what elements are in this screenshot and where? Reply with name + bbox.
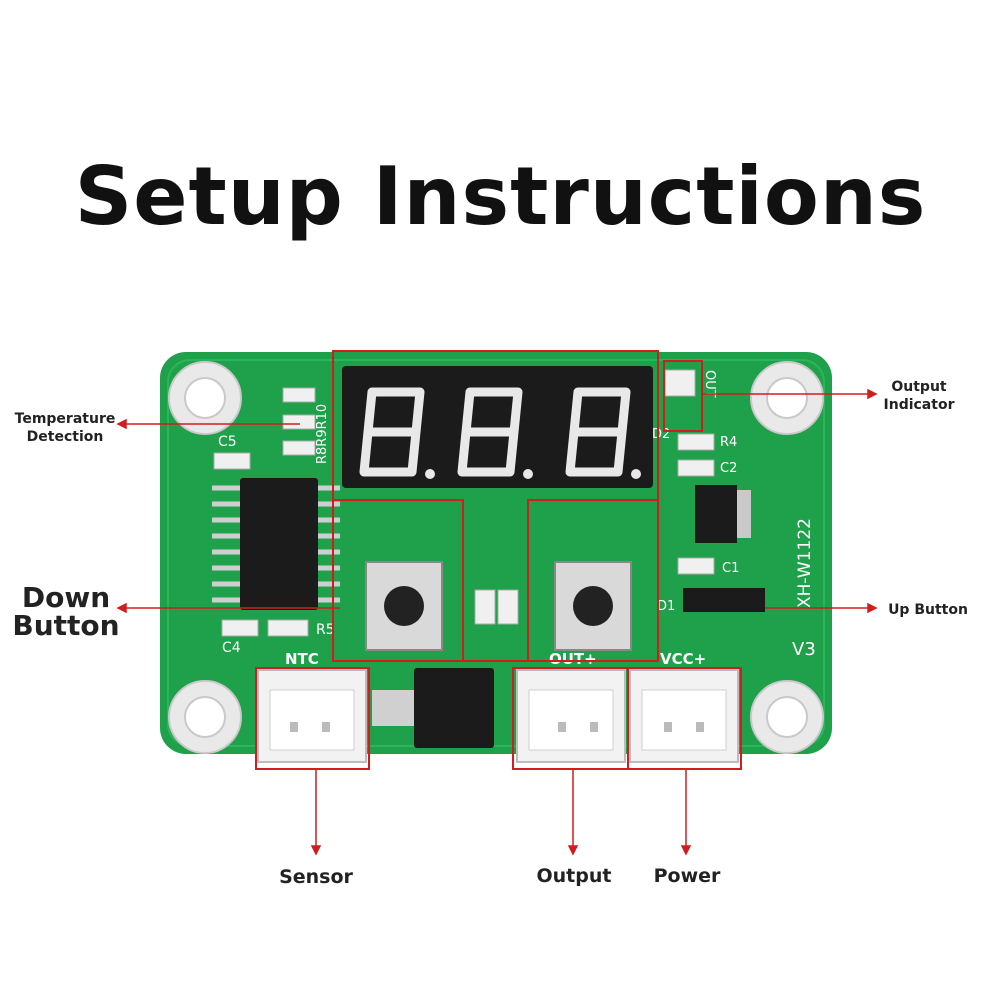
silk-c4: C4 — [222, 640, 241, 656]
smd-components — [213, 369, 715, 637]
silk-model: XH-W1122 — [795, 518, 815, 608]
silk-c1: C1 — [722, 561, 739, 576]
silk-out: OUT+ — [549, 650, 597, 668]
output-indicator-label: Output Indicator — [883, 379, 955, 413]
microcontroller-chip — [240, 478, 318, 610]
up-button-label: Up Button — [888, 602, 968, 618]
sensor-highlight-box — [255, 667, 370, 770]
pcb-board — [160, 352, 832, 754]
sensor-connector — [257, 669, 367, 763]
silk-d2: D2 — [652, 427, 670, 442]
power-connector — [629, 669, 739, 763]
sensor-label: Sensor — [279, 866, 353, 888]
mounting-hole — [168, 361, 824, 754]
silk-ntc: NTC — [285, 650, 319, 668]
display-segments — [359, 387, 631, 477]
silk-c2: C2 — [720, 461, 737, 476]
silk-d1: D1 — [657, 599, 675, 614]
silk-r8r9r10: R8R9R10 — [315, 404, 330, 464]
diode-d1 — [683, 588, 765, 612]
led-highlight-box — [663, 360, 703, 432]
down-button-highlight-box — [332, 499, 464, 662]
silk-c5: C5 — [218, 434, 237, 450]
page-title: Setup Instructions — [74, 150, 927, 243]
silk-version: V3 — [792, 639, 816, 660]
output-connector — [516, 669, 626, 763]
output-label: Output — [536, 865, 612, 887]
voltage-regulator — [695, 485, 737, 543]
up-tact-button — [554, 561, 632, 651]
down-button-label: Down Button — [12, 581, 120, 642]
down-tact-button — [365, 561, 443, 651]
silk-vcc: VCC+ — [660, 650, 706, 668]
silk-r4: R4 — [720, 435, 737, 450]
power-highlight-box — [627, 667, 742, 770]
up-button-highlight-box — [527, 499, 659, 662]
silk-out-led: OUT — [702, 370, 717, 398]
temperature-detection-label: Temperature Detection — [14, 411, 116, 445]
power-label: Power — [653, 865, 721, 887]
mosfet — [414, 668, 494, 748]
silk-r5: R5 — [316, 622, 335, 638]
